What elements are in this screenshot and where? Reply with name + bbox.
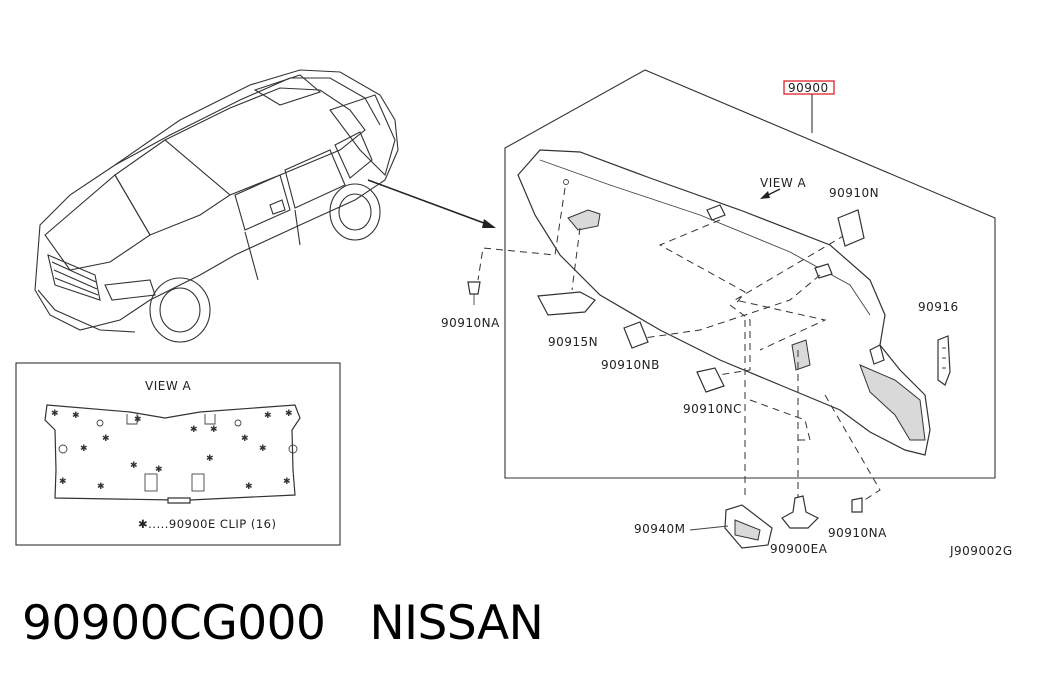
- svg-text:✱: ✱: [102, 434, 110, 444]
- svg-text:✱: ✱: [97, 482, 105, 492]
- pad-90910N: [837, 209, 865, 247]
- inset-legend: ✱.....90900E CLIP (16): [138, 517, 276, 531]
- cover-90915N: [537, 291, 596, 316]
- pad-90910NB: [623, 321, 649, 349]
- lamp-90940M: [724, 504, 773, 549]
- svg-text:✱: ✱: [264, 411, 272, 421]
- main-box: [504, 69, 996, 479]
- svg-text:✱: ✱: [51, 409, 59, 419]
- handle-pocket: [567, 209, 601, 231]
- diagram-id: J909002G: [949, 544, 1013, 558]
- screw-90910NA-bottom: [851, 497, 863, 513]
- label-90900EA: 90900EA: [770, 542, 828, 556]
- label-90910NA-left: 90910NA: [441, 316, 500, 330]
- svg-text:✱: ✱: [155, 465, 163, 475]
- label-90916: 90916: [918, 300, 959, 314]
- svg-text:✱: ✱: [59, 477, 67, 487]
- svg-text:✱: ✱: [259, 444, 267, 454]
- label-90910NA-bottom: 90910NA: [828, 526, 887, 540]
- trim-panel: [517, 149, 931, 456]
- label-90915N: 90915N: [548, 335, 598, 349]
- clip-90910NA-left: [467, 281, 481, 305]
- svg-text:✱: ✱: [130, 461, 138, 471]
- svg-text:✱: ✱: [190, 425, 198, 435]
- svg-text:✱: ✱: [206, 454, 214, 464]
- leader-lines: [477, 187, 881, 504]
- svg-text:✱: ✱: [283, 477, 291, 487]
- svg-text:✱: ✱: [241, 434, 249, 444]
- svg-text:✱: ✱: [285, 409, 293, 419]
- view-arrow: [367, 179, 496, 228]
- brand-name: NISSAN: [369, 596, 544, 651]
- view-a-marker: VIEW A: [760, 176, 807, 199]
- footer: 90900CG000 NISSAN: [22, 596, 544, 666]
- assembly-number: 90900: [788, 81, 829, 95]
- pad-90910NC: [696, 367, 725, 393]
- vehicle-illustration: [34, 69, 399, 343]
- svg-text:✱: ✱: [245, 482, 253, 492]
- svg-text:✱: ✱: [134, 415, 142, 425]
- inset-title: VIEW A: [145, 379, 192, 393]
- label-90940M: 90940M: [634, 522, 686, 536]
- svg-text:✱: ✱: [80, 444, 88, 454]
- assembly-callout: 90900: [783, 80, 835, 133]
- label-90910NC: 90910NC: [683, 402, 742, 416]
- view-a-inset: VIEW A ✱ ✱ ✱ ✱ ✱ ✱ ✱ ✱ ✱ ✱ ✱ ✱ ✱ ✱ ✱ ✱ ✱ ✱ ✱.....…: [15, 362, 341, 546]
- grommet-90900EA: [781, 495, 820, 529]
- svg-text:✱: ✱: [210, 425, 218, 435]
- svg-text:✱: ✱: [72, 411, 80, 421]
- label-90910N: 90910N: [829, 186, 879, 200]
- bracket-90916: [937, 335, 951, 386]
- label-90910NB: 90910NB: [601, 358, 660, 372]
- view-a-label: VIEW A: [760, 176, 807, 190]
- part-number: 90900CG000: [22, 596, 326, 651]
